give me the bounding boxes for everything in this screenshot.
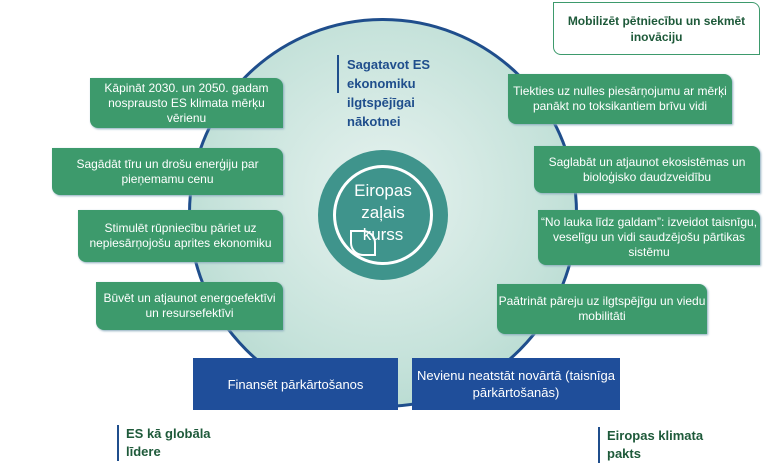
research-box: Mobilizēt pētniecību un sekmēt inovāciju (553, 2, 760, 55)
right-box: Saglabāt un atjaunot ekosistēmas un biol… (534, 146, 760, 193)
left-box: Kāpināt 2030. un 2050. gadam nosprausto … (90, 78, 283, 128)
center-line: Eiropas (354, 181, 412, 200)
just-transition-box: Nevienu neatstāt novārtā (taisnīga pārkā… (412, 358, 620, 410)
center-line: kurss (362, 225, 404, 244)
center-label: Eiropas zaļais kurss (318, 180, 448, 246)
title-text: Sagatavot ES ekonomiku ilgtspējīgai nāko… (347, 57, 431, 129)
footer-global-leader: ES kā globāla līdere (117, 425, 236, 461)
right-box: Paātrināt pāreju uz ilgtspējīgu un viedu… (497, 284, 707, 334)
footer-climate-pact: Eiropas klimata pakts (598, 427, 722, 463)
center-ring (333, 165, 433, 265)
left-box: Būvēt un atjaunot energoefektīvi un resu… (96, 282, 283, 330)
center-line: zaļais (361, 203, 405, 222)
left-box: Stimulēt rūpniecību pāriet uz nepiesārņo… (78, 210, 283, 262)
right-box: “No lauka līdz galdam”: izveidot taisnīg… (538, 210, 760, 265)
finance-box: Finansēt pārkārtošanos (193, 358, 398, 410)
diagram-title: Sagatavot ES ekonomiku ilgtspējīgai nāko… (337, 55, 457, 129)
left-box: Sagādāt tīru un drošu enerģiju par pieņe… (52, 148, 283, 195)
leaf-icon (350, 230, 376, 256)
right-box: Tiekties uz nulles piesārņojumu ar mērķi… (508, 74, 732, 124)
